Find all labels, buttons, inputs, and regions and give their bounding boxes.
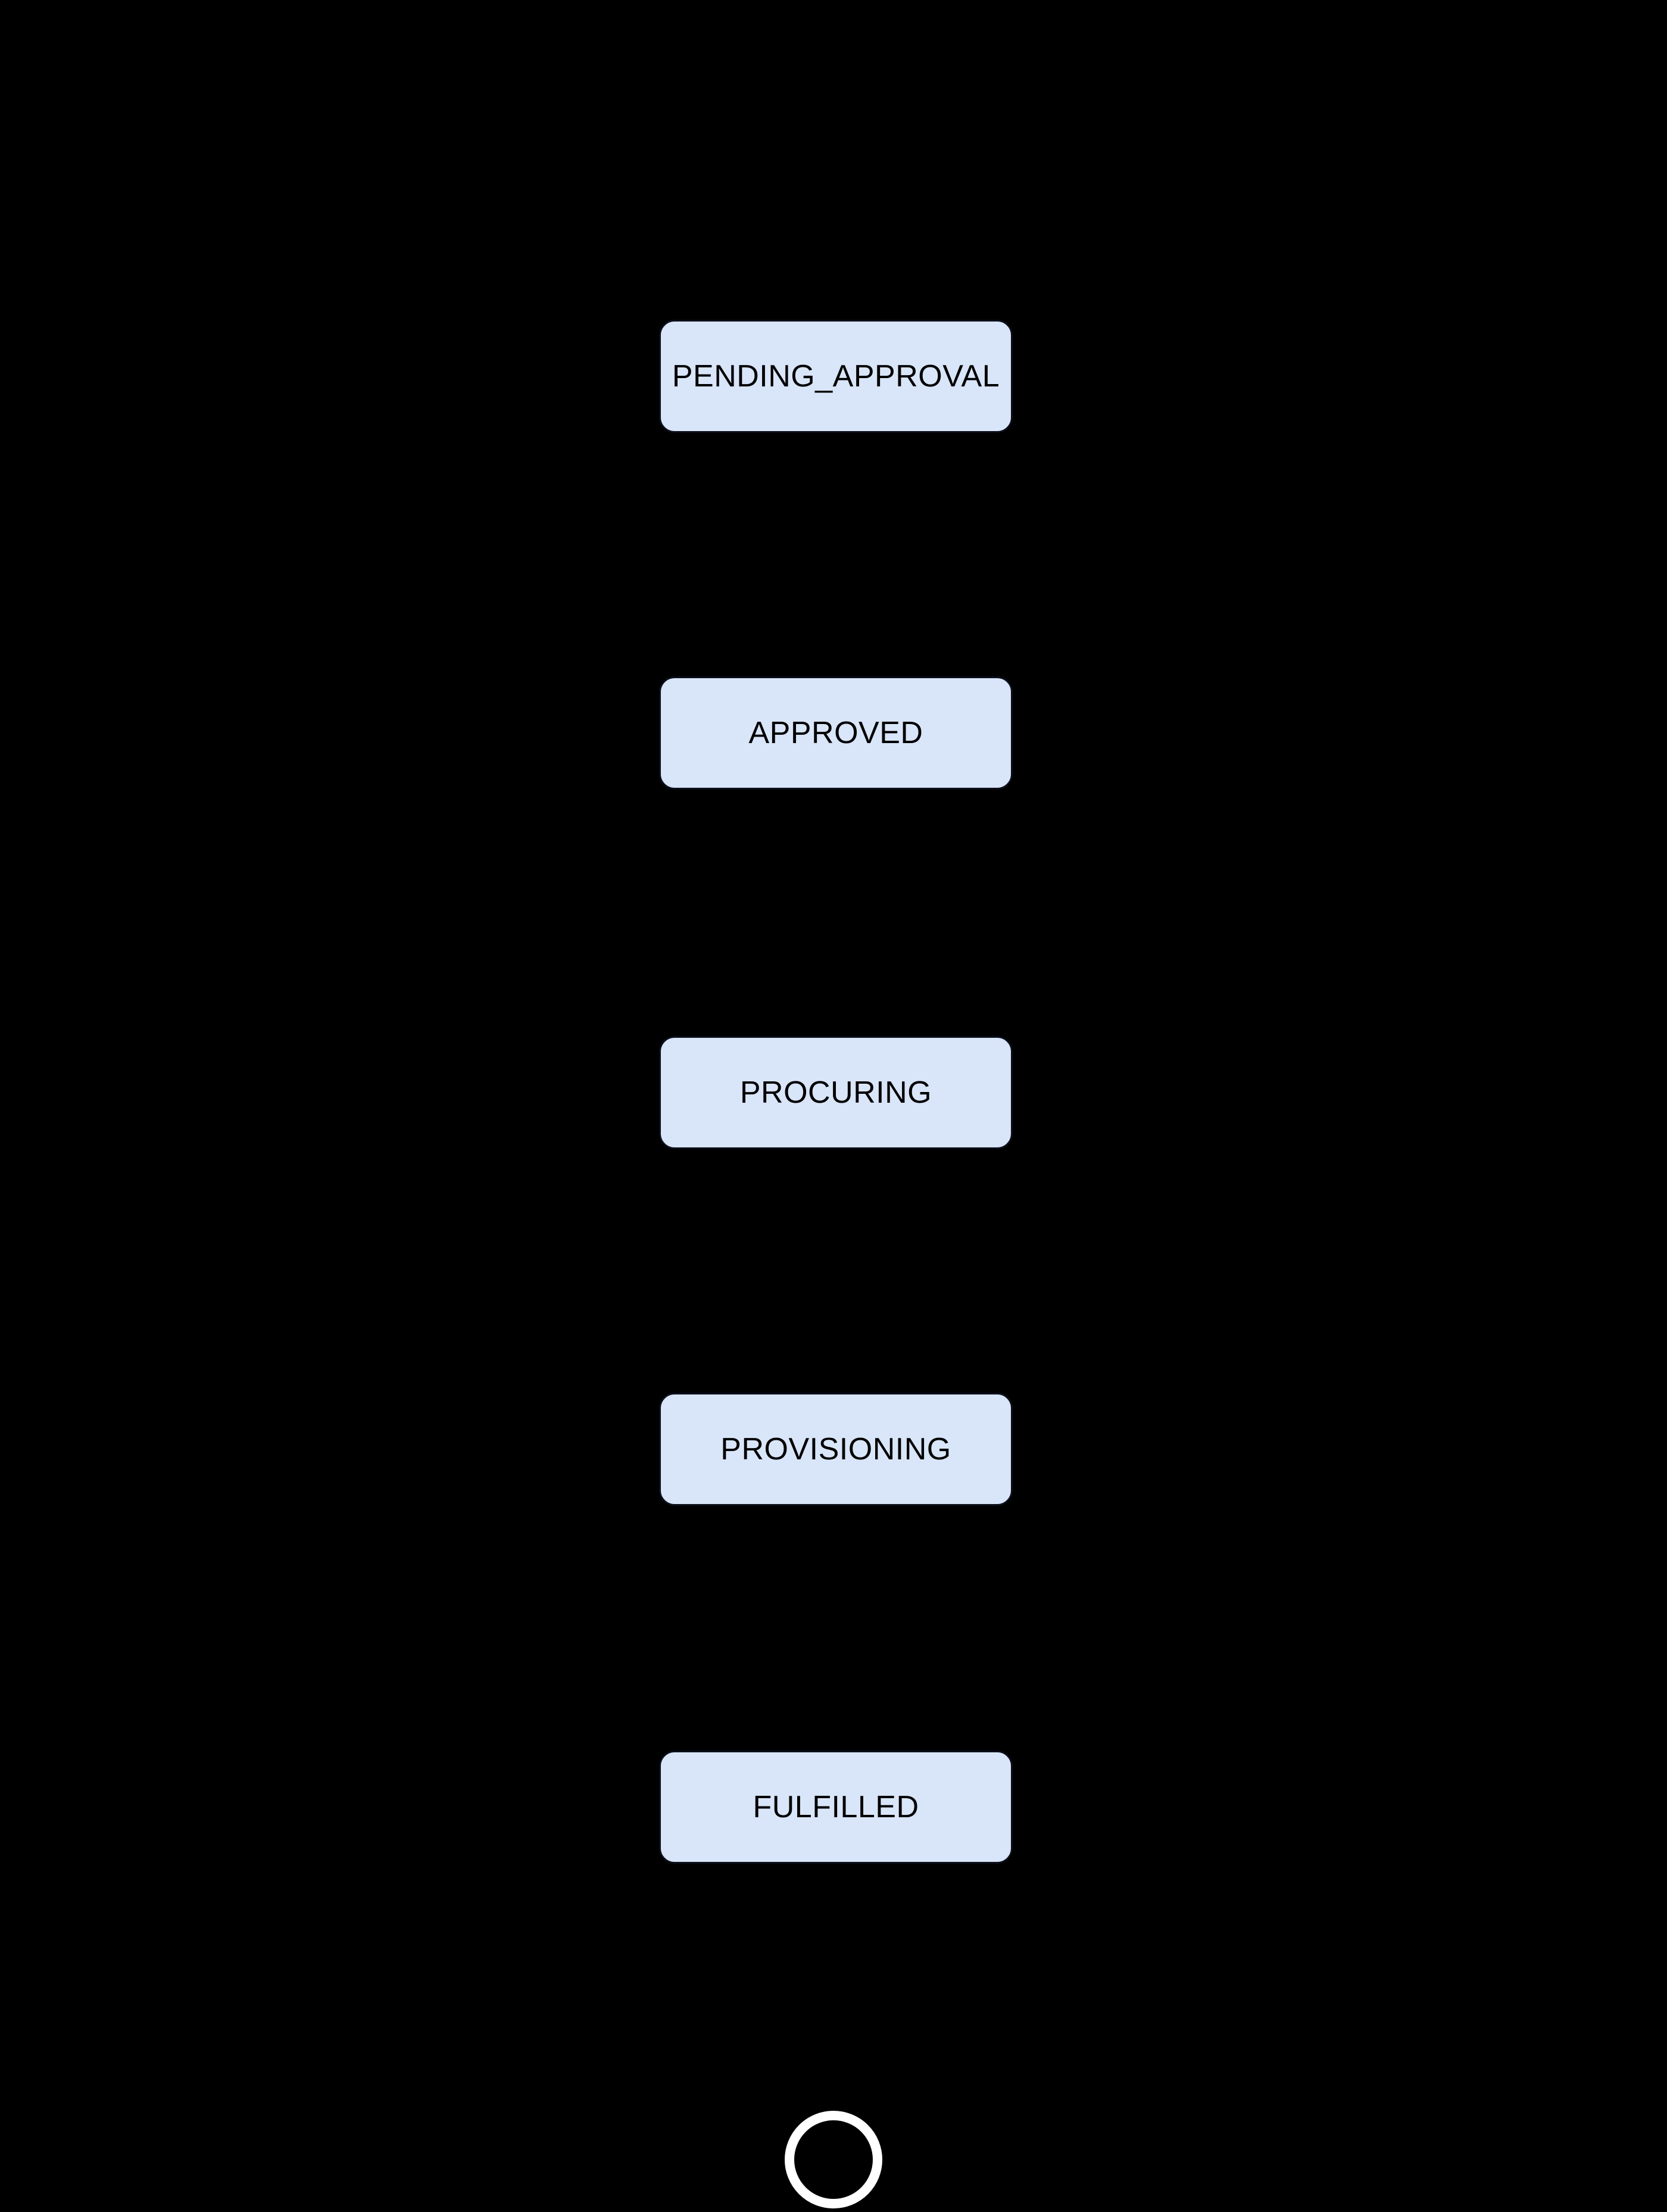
state-node-provisioning: PROVISIONING [659, 1393, 1013, 1506]
state-node-fulfilled: FULFILLED [659, 1751, 1013, 1864]
state-label-approved: APPROVED [748, 716, 923, 750]
state-node-approved: APPROVED [659, 676, 1013, 790]
state-label-pending-approval: PENDING_APPROVAL [672, 359, 1000, 394]
state-label-procuring: PROCURING [739, 1075, 932, 1110]
state-node-pending-approval: PENDING_APPROVAL [659, 320, 1013, 433]
state-node-procuring: PROCURING [659, 1036, 1013, 1149]
state-label-provisioning: PROVISIONING [720, 1432, 951, 1467]
state-label-fulfilled: FULFILLED [753, 1790, 919, 1824]
final-state-circle-icon [785, 2111, 882, 2208]
